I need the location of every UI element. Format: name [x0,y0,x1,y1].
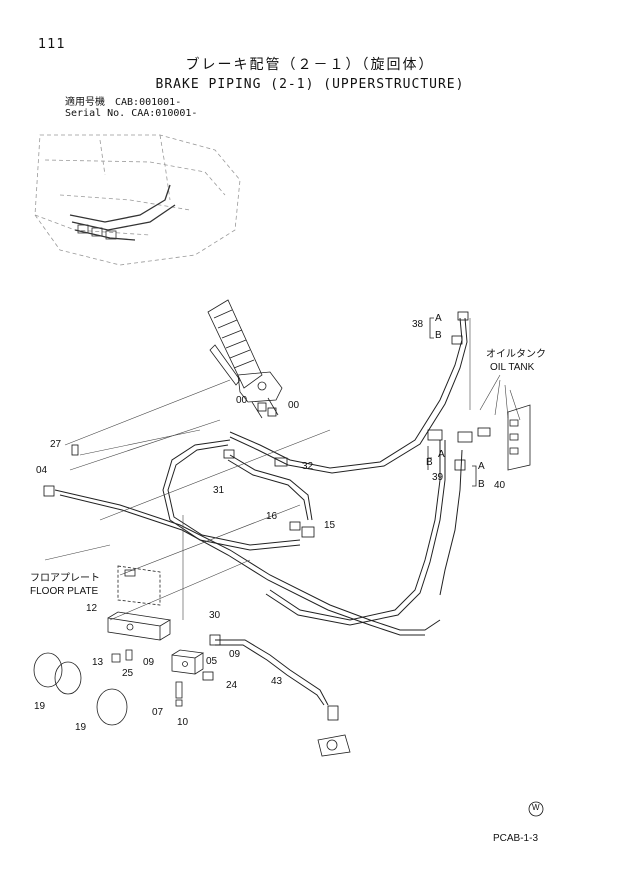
junction-block-05 [171,649,205,675]
overview-inset-piping [69,184,176,241]
callout-09-a: 09 [143,657,155,668]
oil-tank-label-jp: オイルタンク [486,349,546,360]
callout-30: 30 [209,610,221,621]
callout-10: 10 [177,717,189,728]
floor-plate [117,565,161,606]
brake-cylinder [317,734,351,757]
page-title-english: BRAKE PIPING (2-1) (UPPERSTRUCTURE) [155,77,465,92]
ab-brackets [427,317,477,487]
w-mark: W [532,803,540,812]
callout-31: 31 [213,485,225,496]
oil-tank [507,404,531,471]
callout-32: 32 [302,461,314,472]
page-number: 111 [38,37,66,52]
page-title-japanese: ブレーキ配管（２－１）（旋回体） [185,57,435,73]
callout-16: 16 [266,511,278,522]
callout-19-a: 19 [34,701,46,712]
fittings [43,311,491,721]
callout-38: 38 [412,319,424,330]
callout-38-a: A [435,313,442,324]
callout-04: 04 [36,465,48,476]
callout-43: 43 [271,676,283,687]
callout-12: 12 [86,603,98,614]
callout-38-b: B [435,330,442,341]
callout-19-b: 19 [75,722,87,733]
callout-00-b: 00 [288,400,300,411]
brake-pedal [207,299,283,419]
pedal-pads-19 [33,652,128,726]
serial-line-1: 適用号機 CAB:001001- [65,97,182,108]
callout-27: 27 [50,439,62,450]
bolts [111,649,183,707]
overview-inset-valves [77,224,117,240]
callout-40: 40 [494,480,506,491]
oil-tank-label-en: OIL TANK [490,362,535,373]
leader-lines [44,318,521,621]
callout-07: 07 [152,707,164,718]
callout-09-b: 09 [229,649,241,660]
callout-40-b: B [478,479,485,490]
overview-inset [34,134,241,266]
footer-code: PCAB-1-3 [492,833,538,844]
callout-05: 05 [206,656,218,667]
callout-25: 25 [122,668,134,679]
callout-39: 39 [432,472,444,483]
callout-00-a: 00 [236,395,248,406]
callout-24: 24 [226,680,238,691]
floor-plate-label-jp: フロアプレート [30,573,100,584]
callout-13: 13 [92,657,104,668]
hoses [54,317,468,706]
w-mark-circle [528,801,544,817]
callout-39-b: B [426,457,433,468]
floor-plate-label-en: FLOOR PLATE [30,586,99,597]
brake-valve-12 [107,611,172,641]
serial-line-2: Serial No. CAA:010001- [65,108,198,119]
callout-15: 15 [324,520,336,531]
callout-40-a: A [478,461,485,472]
callout-39-a: A [438,449,445,460]
